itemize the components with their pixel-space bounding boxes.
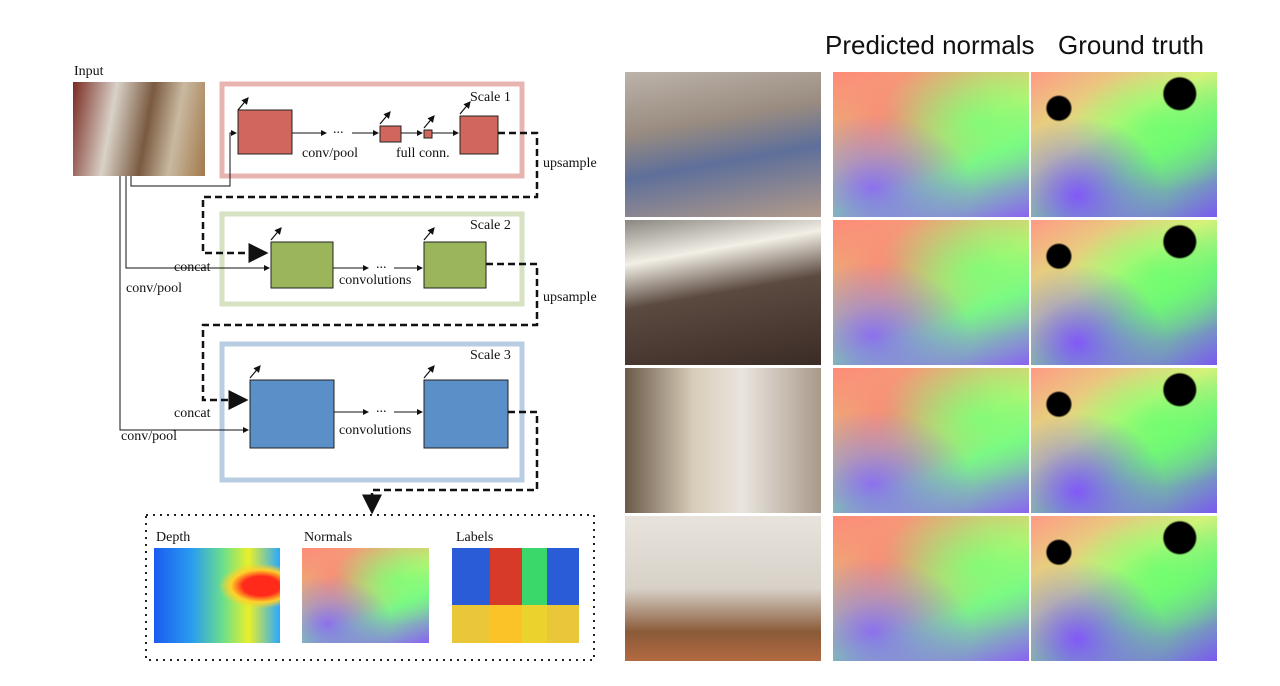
scale1-block-4 bbox=[459, 115, 499, 155]
convpool-label-2: conv/pool bbox=[121, 429, 177, 444]
ground-truth-row1 bbox=[1031, 72, 1217, 217]
predicted-normals-row4 bbox=[833, 516, 1029, 661]
ground-truth-row2 bbox=[1031, 220, 1217, 365]
concat-label-2: concat bbox=[174, 406, 211, 421]
output-label-normals: Normals bbox=[304, 530, 353, 545]
upsample-label-2: upsample bbox=[543, 290, 597, 305]
output-depth-image bbox=[154, 548, 280, 643]
header-ground-truth: Ground truth bbox=[1058, 30, 1204, 60]
scale3-label: Scale 3 bbox=[470, 348, 511, 363]
ground-truth-row4 bbox=[1031, 516, 1217, 661]
scale1-caption-fullconn: full conn. bbox=[396, 146, 450, 161]
rgb-image-row2 bbox=[625, 220, 821, 365]
rgb-image-row3 bbox=[625, 368, 821, 513]
architecture-diagram bbox=[119, 81, 595, 661]
output-label-depth: Depth bbox=[156, 530, 191, 545]
predicted-normals-row3 bbox=[833, 368, 1029, 513]
scale2-ellipsis: ... bbox=[376, 257, 387, 272]
outputs-frame bbox=[145, 514, 595, 661]
input-photo bbox=[73, 82, 205, 176]
convpool-label-1: conv/pool bbox=[126, 281, 182, 296]
scale3-ellipsis: ... bbox=[376, 401, 387, 416]
scale3-block-1 bbox=[249, 379, 335, 449]
scale1-ellipsis: ... bbox=[333, 122, 344, 137]
scale1-block-2 bbox=[379, 125, 402, 143]
output-label-labels: Labels bbox=[456, 530, 494, 545]
header-predicted-normals: Predicted normals bbox=[825, 30, 1035, 60]
rgb-image-row1 bbox=[625, 72, 821, 217]
upsample-label-1: upsample bbox=[543, 156, 597, 171]
predicted-normals-row1 bbox=[833, 72, 1029, 217]
concat-label-1: concat bbox=[174, 260, 211, 275]
scale3-block-2 bbox=[423, 379, 509, 449]
scale2-caption-convolutions: convolutions bbox=[339, 273, 412, 288]
scale1-frame bbox=[219, 81, 525, 179]
scale2-block-1 bbox=[270, 241, 334, 289]
scale2-label: Scale 2 bbox=[470, 218, 511, 233]
scale1-label: Scale 1 bbox=[470, 90, 511, 105]
scale3-caption-convolutions: convolutions bbox=[339, 423, 412, 438]
rgb-image-row4 bbox=[625, 516, 821, 661]
output-normals-image bbox=[302, 548, 429, 643]
scale1-caption-convpool: conv/pool bbox=[302, 146, 358, 161]
ground-truth-row3 bbox=[1031, 368, 1217, 513]
scale2-block-2 bbox=[423, 241, 487, 289]
scale2-frame bbox=[219, 211, 525, 307]
output-labels-image bbox=[452, 548, 579, 643]
scale1-block-3 bbox=[423, 129, 433, 139]
predicted-normals-row2 bbox=[833, 220, 1029, 365]
scale1-block-1 bbox=[237, 109, 293, 155]
input-label: Input bbox=[74, 64, 104, 79]
